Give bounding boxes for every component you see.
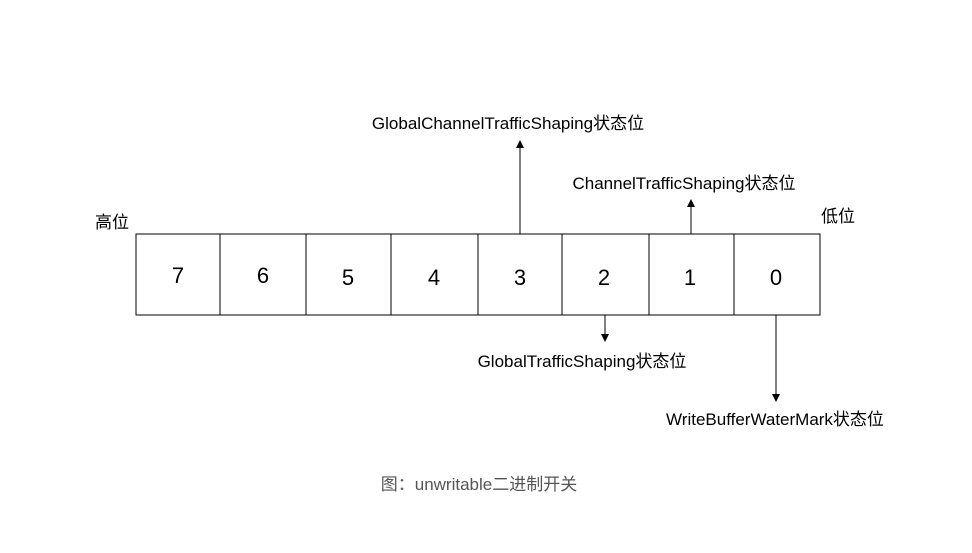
channel-traffic-shaping-label: ChannelTrafficShaping状态位 — [572, 174, 795, 193]
bit-cell-5-text: 5 — [342, 265, 354, 290]
bit-cell-2 — [561, 233, 650, 316]
bit-cell-6 — [219, 233, 307, 316]
bit-cell-1 — [648, 233, 735, 316]
diagram-caption: 图：unwritable二进制开关 — [381, 475, 578, 494]
bit-cell-7 — [135, 233, 221, 316]
low-bit-label: 低位 — [821, 207, 855, 226]
bit-cell-3-text: 3 — [514, 265, 526, 290]
bit-cells: 7 6 5 4 3 2 1 0 — [135, 233, 821, 316]
write-buffer-water-mark-label: WriteBufferWaterMark状态位 — [666, 410, 884, 429]
bit-cell-0 — [733, 233, 821, 316]
global-traffic-shaping-label: GlobalTrafficShaping状态位 — [478, 352, 687, 371]
bit-cell-4-text: 4 — [428, 265, 440, 290]
bit-cell-3 — [477, 233, 563, 316]
bit-cell-6-text: 6 — [257, 263, 269, 288]
bit-cell-5 — [305, 233, 392, 316]
bit-cell-7-text: 7 — [172, 263, 184, 288]
bit-cell-2-text: 2 — [598, 265, 610, 290]
bit-cell-4 — [390, 233, 479, 316]
global-channel-traffic-shaping-label: GlobalChannelTrafficShaping状态位 — [372, 114, 644, 133]
bit-cell-1-text: 1 — [684, 265, 696, 290]
high-bit-label: 高位 — [95, 213, 129, 232]
bit-cell-0-text: 0 — [770, 265, 782, 290]
